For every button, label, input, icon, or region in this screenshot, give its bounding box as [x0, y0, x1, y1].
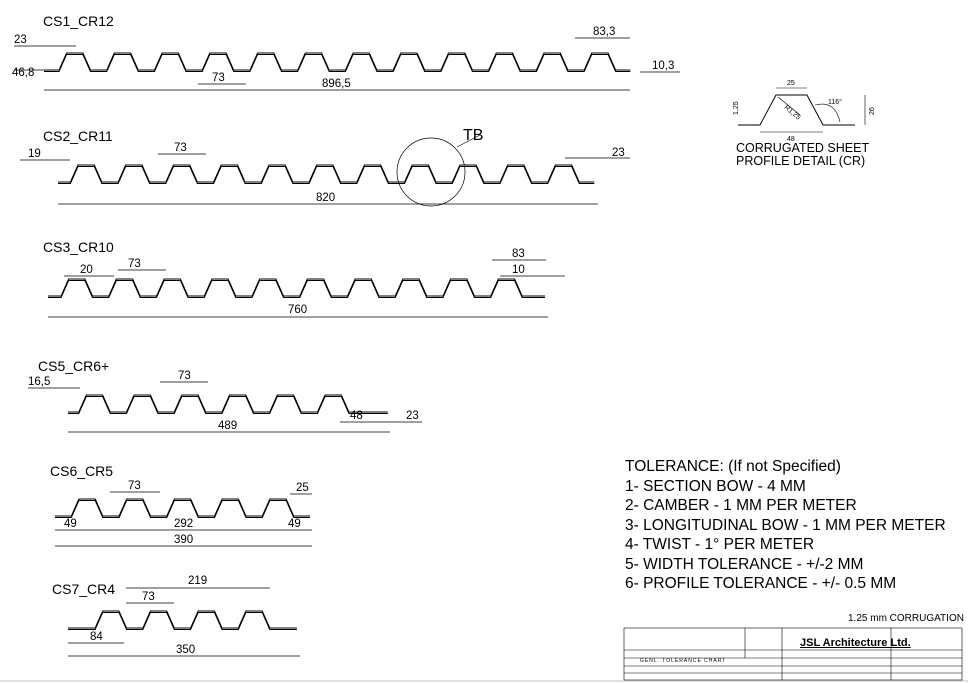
callout-tb: TB — [463, 127, 483, 144]
profile-cs3-cr10 — [48, 278, 546, 297]
tolerance-item: 2- CAMBER - 1 MM PER METER — [625, 497, 857, 514]
detail-angle: 116° — [828, 98, 842, 106]
dim-text: 23 — [406, 410, 419, 422]
profile-label-cs1: CS1_CR12 — [43, 13, 114, 29]
profiles-group — [44, 52, 631, 630]
dim-text: 73 — [174, 142, 187, 154]
profile-label-cs5: CS5_CR6+ — [38, 358, 109, 374]
title-block — [0, 627, 968, 682]
dim-text: 820 — [316, 192, 335, 204]
detail-radius: R1,25 — [783, 104, 802, 121]
profile-label-cs6: CS6_CR5 — [50, 463, 113, 479]
chart-title: GENL. TOLERANCE CHART — [640, 658, 727, 664]
profile-detail-caption: CORRUGATED SHEET PROFILE DETAIL (CR) — [736, 142, 869, 168]
profile-cs6-cr5 — [55, 498, 311, 517]
dim-text: 83 — [512, 248, 525, 260]
detail-thickness: 1,25 — [733, 101, 740, 115]
dim-text: 49 — [64, 518, 77, 530]
dim-text: 48 — [350, 410, 363, 422]
dim-text: 83,3 — [593, 26, 615, 38]
dim-text: 390 — [174, 534, 193, 546]
dim-text: 49 — [288, 518, 301, 530]
dim-text: 73 — [128, 480, 141, 492]
profile-cs5-cr6- — [68, 394, 388, 413]
profile-label-cs7: CS7_CR4 — [52, 581, 115, 597]
tolerance-item: 3- LONGITUDINAL BOW - 1 MM PER METER — [625, 516, 946, 534]
tolerance-notes: TOLERANCE: (If not Specified) 1- SECTION… — [625, 457, 946, 594]
caption-line-1: CORRUGATED SHEET — [736, 141, 870, 155]
dim-text: 73 — [142, 591, 155, 603]
profile-thickness-line — [55, 499, 311, 518]
profile-cs7-cr4 — [68, 610, 297, 629]
dim-text: 25 — [296, 482, 309, 494]
dim-text: 73 — [178, 370, 191, 382]
dim-text: 73 — [128, 258, 141, 270]
dim-text: 10 — [512, 264, 525, 276]
profile-detail-drawing — [738, 87, 866, 133]
detail-depth: 26 — [869, 107, 876, 115]
dim-text: 10,3 — [652, 60, 674, 72]
profile-thickness-line — [44, 53, 631, 72]
tolerance-title: TOLERANCE: (If not Specified) — [625, 458, 841, 475]
profile-cs2-cr11 — [58, 164, 595, 183]
dim-text: 19 — [28, 148, 41, 160]
profile-thickness-line — [58, 165, 595, 184]
dim-text: 350 — [176, 644, 195, 656]
profile-label-cs2: CS2_CR11 — [43, 128, 113, 144]
dim-text: 896,5 — [322, 78, 351, 90]
tolerance-item: 4- TWIST - 1° PER METER — [625, 536, 815, 553]
dimension-lines — [14, 37, 680, 657]
tolerance-item: 1- SECTION BOW - 4 MM — [625, 477, 806, 495]
dim-text: 46,8 — [12, 67, 34, 79]
corrugation-note: 1.25 mm CORRUGATION — [848, 613, 964, 624]
dim-text: 16,5 — [28, 376, 50, 388]
caption-line-2: PROFILE DETAIL (CR) — [736, 154, 866, 168]
tolerance-item: 5- WIDTH TOLERANCE - +/-2 MM — [625, 555, 864, 573]
detail-top-dim: 25 — [787, 80, 795, 87]
dim-text: 20 — [80, 264, 93, 276]
company-logo: JSL Architecture Ltd. — [800, 637, 911, 649]
profile-thickness-line — [68, 611, 297, 630]
detail-bottom-dim: 48 — [787, 136, 795, 143]
dim-text: 292 — [174, 518, 193, 530]
profile-cs1-cr12 — [44, 52, 631, 71]
dim-text: 489 — [218, 420, 237, 432]
profile-thickness-line — [68, 395, 388, 414]
dim-text: 23 — [612, 147, 625, 159]
dim-text: 219 — [188, 575, 207, 587]
dim-text: 73 — [212, 72, 225, 84]
dim-text: 84 — [90, 631, 103, 643]
profile-thickness-line — [48, 279, 546, 298]
dim-text: 760 — [288, 304, 307, 316]
dim-text: 23 — [14, 34, 27, 46]
tolerance-item: 6- PROFILE TOLERANCE - +/- 0.5 MM — [625, 575, 897, 592]
profile-label-cs3: CS3_CR10 — [43, 239, 114, 255]
